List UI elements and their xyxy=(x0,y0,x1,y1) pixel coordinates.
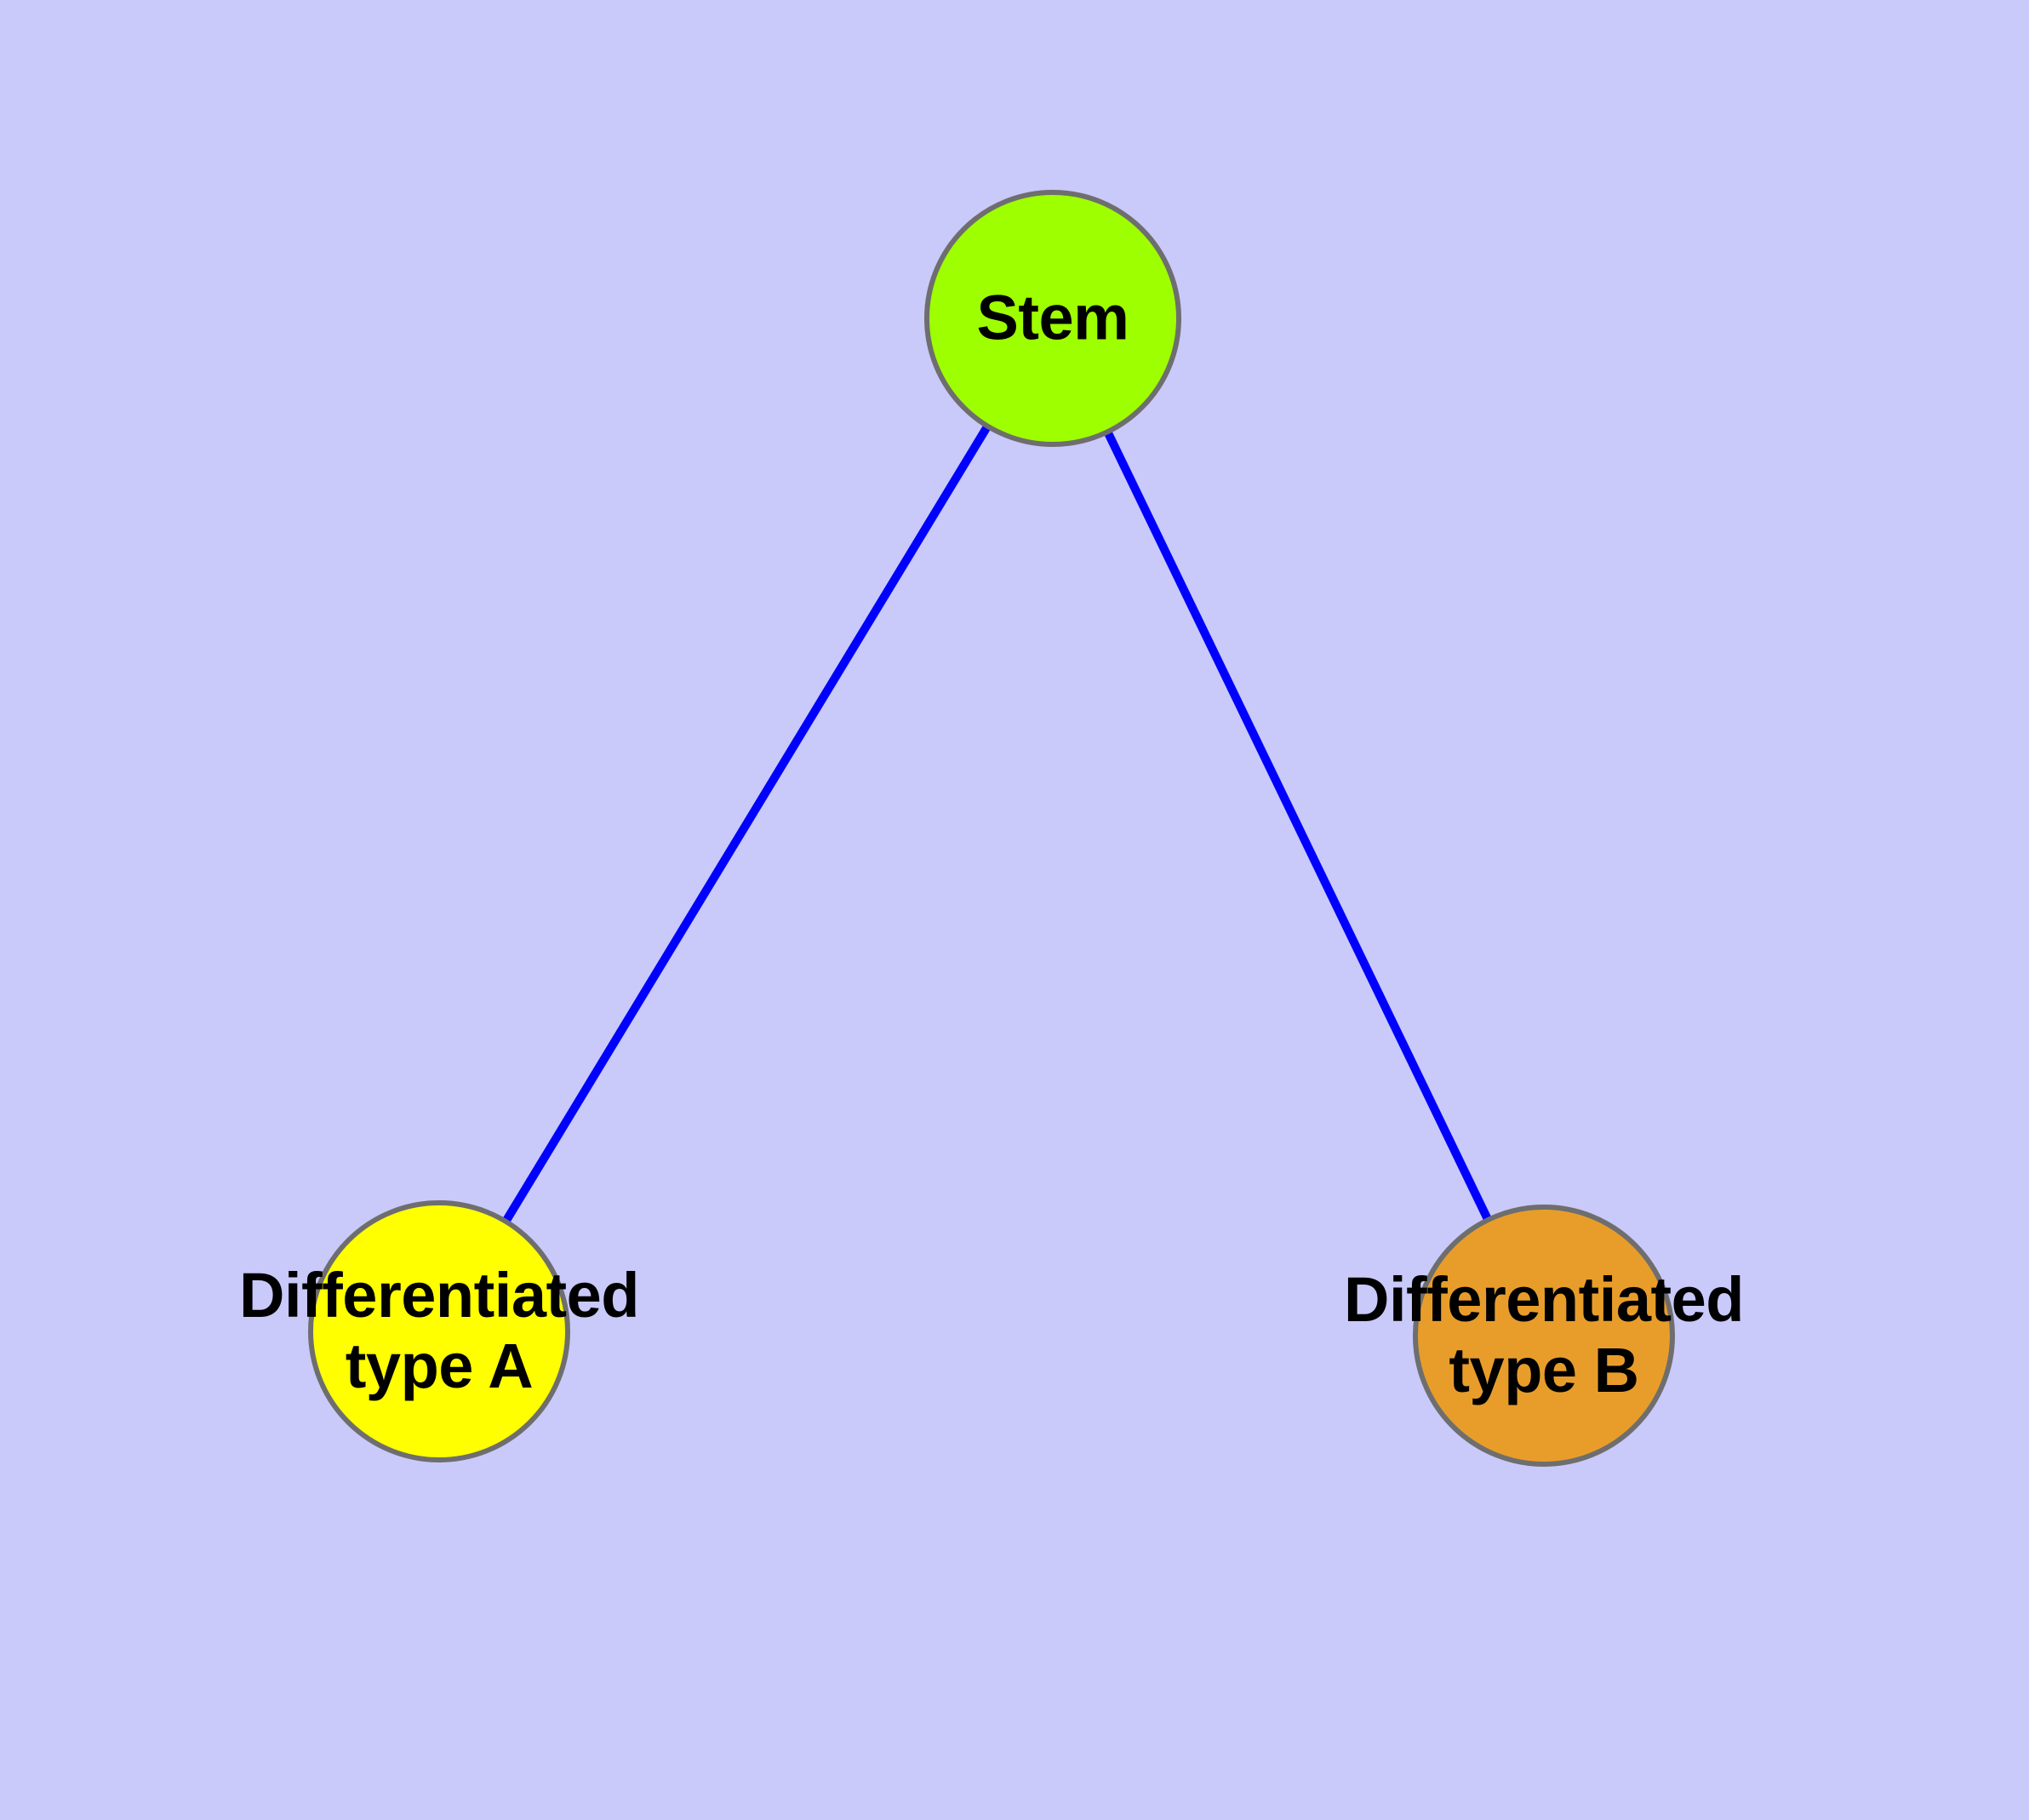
edge-layer xyxy=(503,425,1491,1222)
node-stem[interactable] xyxy=(924,190,1181,447)
edge-stem-to-diff-a[interactable] xyxy=(503,425,991,1222)
edge-stem-to-diff-b[interactable] xyxy=(1104,431,1491,1221)
node-differentiated-type-b[interactable] xyxy=(1413,1205,1675,1467)
node-layer xyxy=(308,190,1675,1467)
node-differentiated-type-a[interactable] xyxy=(308,1200,570,1462)
